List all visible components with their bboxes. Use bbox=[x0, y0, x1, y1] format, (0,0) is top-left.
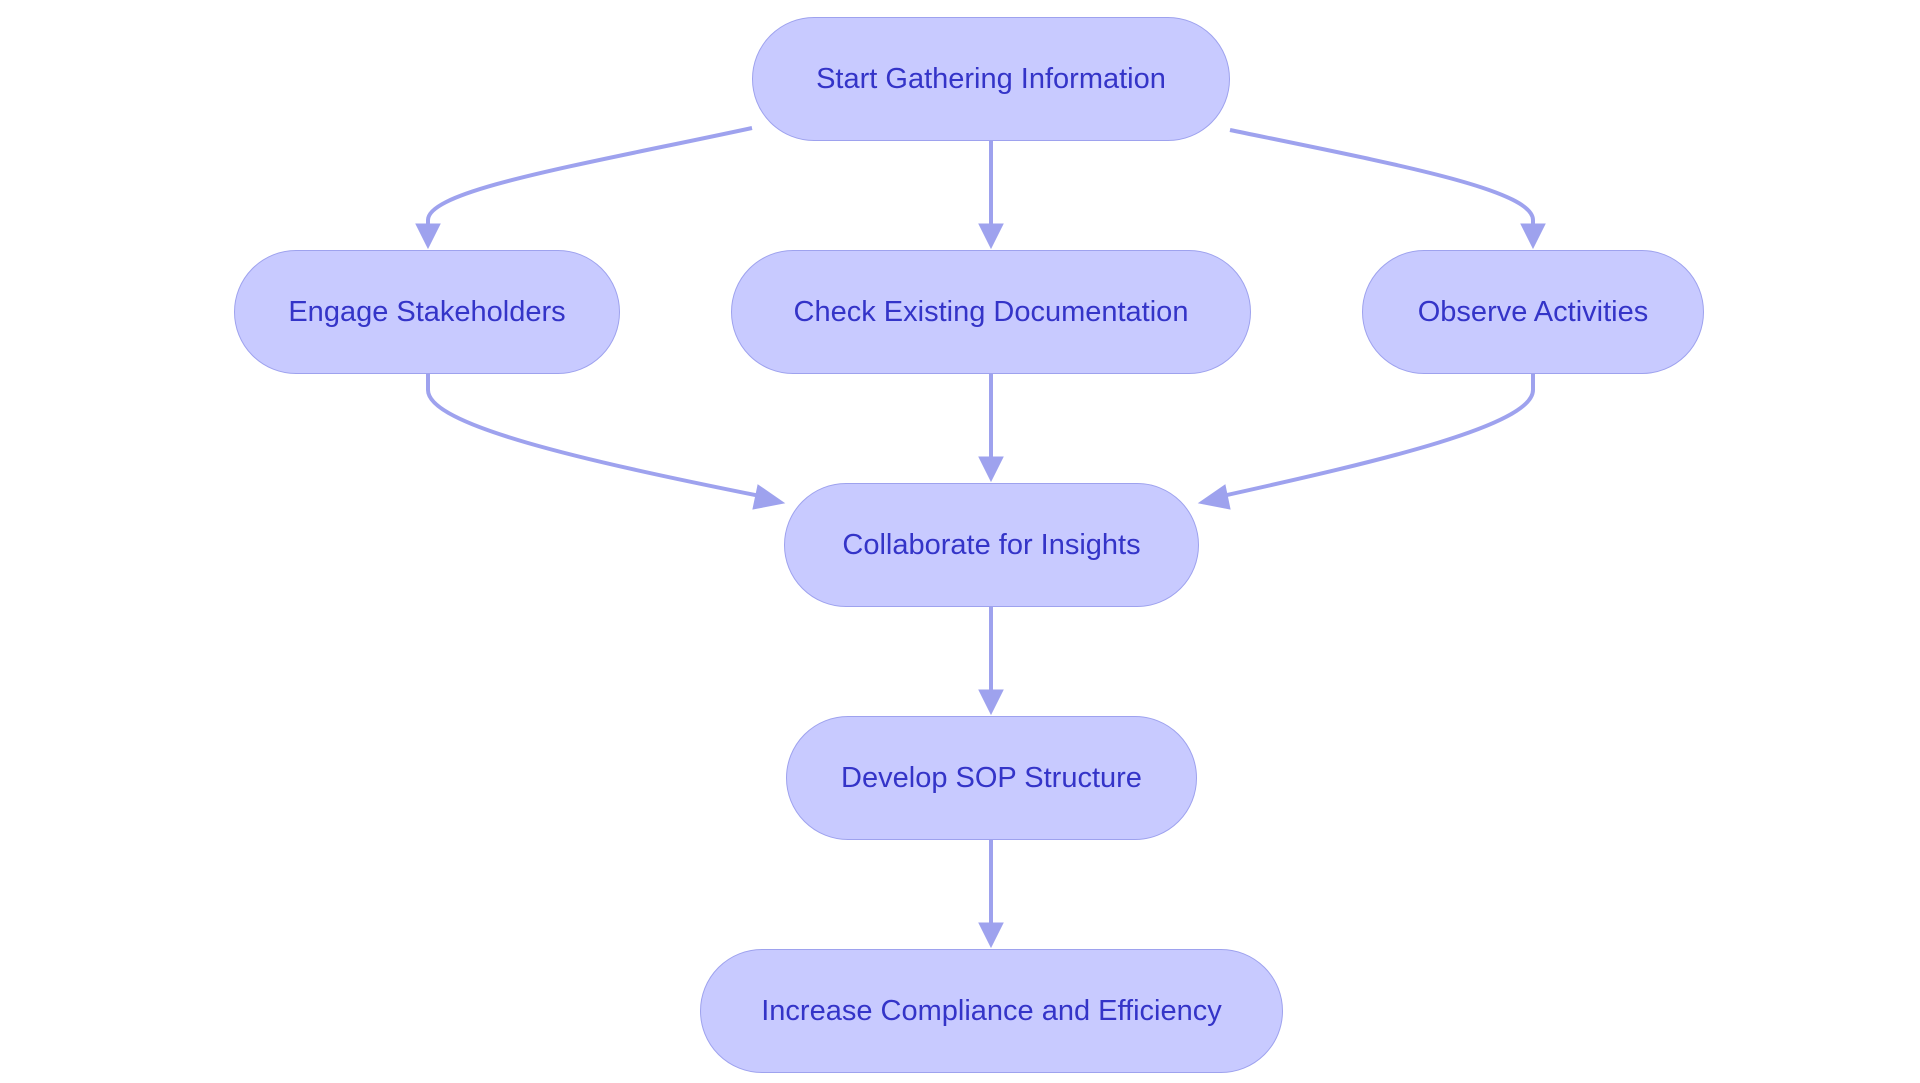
node-engage-stakeholders: Engage Stakeholders bbox=[234, 250, 620, 374]
node-label: Observe Activities bbox=[1417, 295, 1649, 328]
node-label: Check Existing Documentation bbox=[793, 295, 1189, 328]
node-label: Engage Stakeholders bbox=[288, 295, 566, 328]
edge-collab-to-develop bbox=[978, 607, 1004, 716]
node-label: Increase Compliance and Efficiency bbox=[761, 994, 1222, 1027]
edge-start-to-engage bbox=[415, 126, 753, 250]
edge-check-to-collab bbox=[978, 374, 1004, 483]
node-label: Start Gathering Information bbox=[816, 62, 1166, 95]
node-collaborate-for-insights: Collaborate for Insights bbox=[784, 483, 1199, 607]
edge-develop-to-increase bbox=[978, 840, 1004, 949]
edge-engage-to-collab bbox=[426, 374, 786, 510]
node-check-existing-documentation: Check Existing Documentation bbox=[731, 250, 1251, 374]
edge-observe-to-collab bbox=[1197, 374, 1535, 510]
node-develop-sop-structure: Develop SOP Structure bbox=[786, 716, 1197, 840]
edge-start-to-observe bbox=[1229, 128, 1546, 250]
node-observe-activities: Observe Activities bbox=[1362, 250, 1704, 374]
node-label: Develop SOP Structure bbox=[841, 761, 1142, 794]
node-increase-compliance-and-efficiency: Increase Compliance and Efficiency bbox=[700, 949, 1283, 1073]
node-label: Collaborate for Insights bbox=[842, 528, 1141, 561]
node-start-gathering-information: Start Gathering Information bbox=[752, 17, 1230, 141]
edge-start-to-check bbox=[978, 141, 1004, 250]
